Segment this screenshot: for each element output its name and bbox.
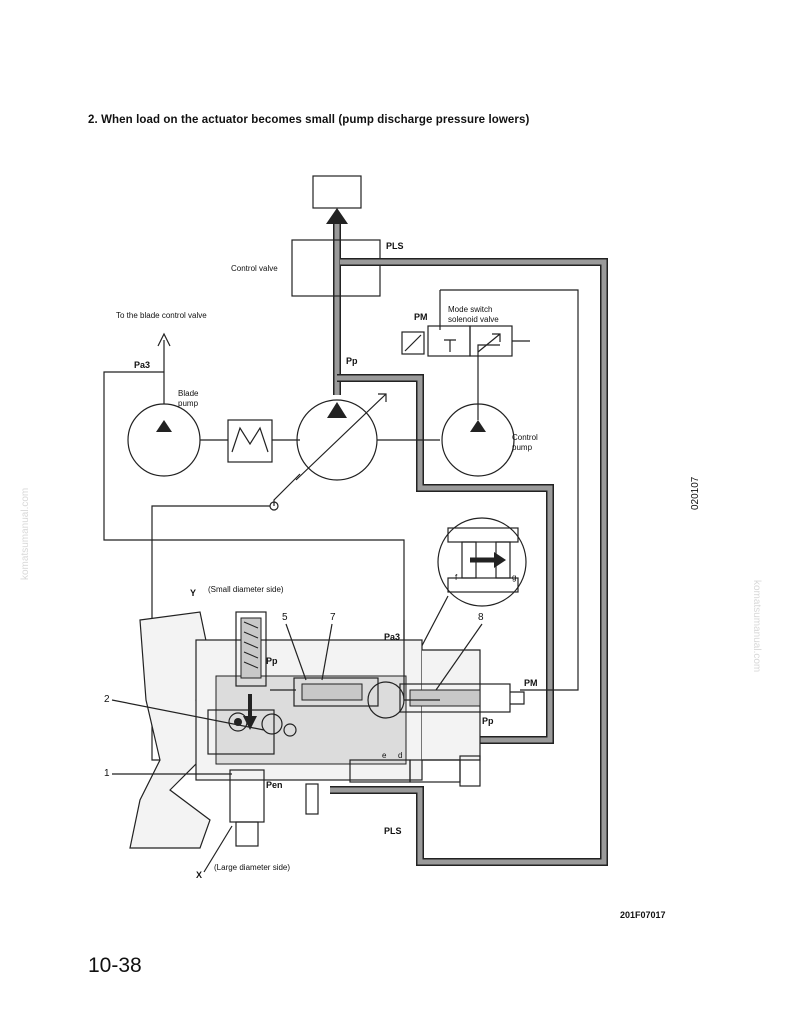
watermark-left: komatsumanual.com [20,487,31,580]
small-side-label: (Small diameter side) [208,585,284,594]
part-5-label: 5 [282,612,288,623]
variable-arrow [295,393,387,481]
pa3-label-mid: Pa3 [384,632,400,642]
page-number: 10-38 [88,954,142,977]
pm-line [440,289,579,691]
port-g-label: g [512,573,516,582]
main-discharge-pipe [326,208,348,395]
port-e-label: e [382,751,387,760]
pp-label-mid: Pp [266,656,278,666]
pp-label-top: Pp [346,356,358,366]
watermark-right: komatsumanual.com [751,580,762,673]
servo-piston-large-side [207,709,275,847]
pls-pipe [340,258,608,866]
pm-label-top: PM [414,312,428,322]
pa3-label-top: Pa3 [134,360,150,370]
mode-switch-label: Mode switch solenoid valve [448,305,499,324]
control-valve [291,239,381,297]
control-pump [441,403,515,477]
large-side-label: (Large diameter side) [214,863,290,872]
pa3-line [103,371,405,640]
ls-valve [261,677,379,737]
pen-label: Pen [266,780,283,790]
control-pump-line [477,344,500,420]
blade-pump [127,403,201,477]
figure-code: 201F07017 [620,910,666,920]
pp-label-right: Pp [482,716,494,726]
work-box [312,175,362,209]
blade-outlet-line [157,332,171,404]
mode-switch-solenoid-valve [401,325,530,357]
part-2-label: 2 [104,694,110,705]
detail-magnifier [403,517,527,681]
pump-body [129,611,481,849]
port-f-label: f [455,573,458,582]
part-1-label: 1 [104,768,110,779]
lower-valve [305,755,481,815]
control-valve-label: Control valve [231,264,278,273]
page-heading: 2. When load on the actuator becomes sma… [88,114,530,126]
pls-label-bottom: PLS [384,826,402,836]
pa3-branch [403,620,440,701]
port-d-label: d [398,751,402,760]
part-7-label: 7 [330,612,336,623]
engine-damper [227,419,273,463]
to-blade-label: To the blade control valve [116,311,207,320]
y-label: Y [190,588,196,598]
pp-pipe [337,374,554,744]
part-8-label: 8 [478,612,484,623]
x-label: X [196,870,202,880]
pm-label-right: PM [524,678,538,688]
side-code: 020107 [690,476,701,510]
pls-label-top: PLS [386,241,404,251]
